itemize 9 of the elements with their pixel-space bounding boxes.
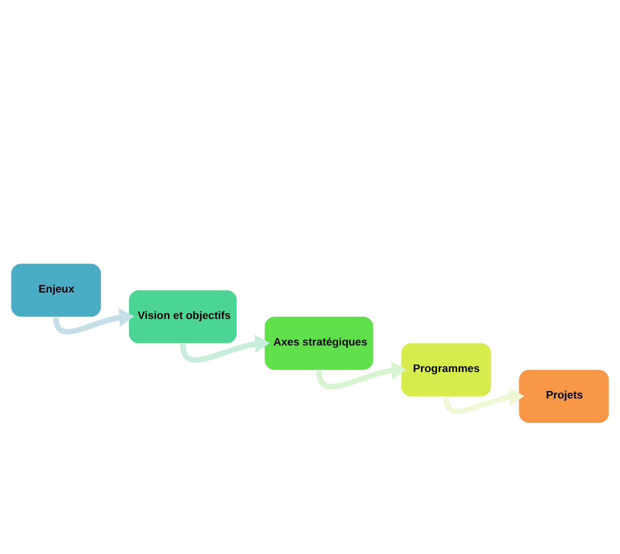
node-box: Programmes [401, 343, 491, 396]
arrow [443, 388, 524, 414]
node-box: Axes stratégiques [264, 316, 374, 370]
arrow [316, 361, 406, 390]
node-box: Vision et objectifs [129, 290, 237, 344]
arrow [180, 334, 270, 363]
node-box: Projets [519, 370, 609, 423]
arrow [53, 308, 134, 334]
node-box: Enjeux [11, 264, 101, 317]
